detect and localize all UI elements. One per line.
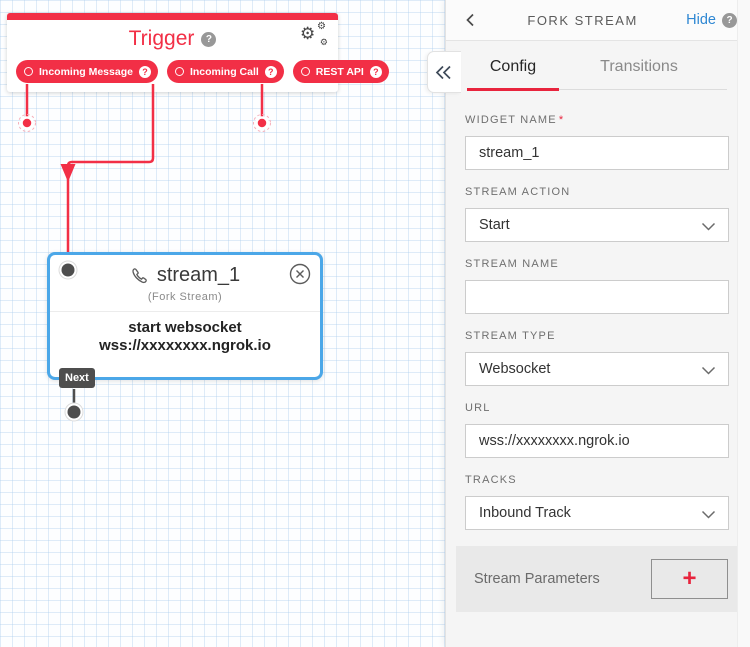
next-transition-tag[interactable]: Next [59, 368, 95, 388]
widget-summary-line1: start websocket [128, 319, 242, 336]
hide-link[interactable]: Hide [686, 12, 716, 28]
arrowhead-down-icon [60, 164, 76, 182]
stream-action-select[interactable]: Start [465, 208, 729, 242]
tab-config[interactable]: Config [467, 58, 559, 91]
widget-name: stream_1 [156, 264, 241, 286]
chevron-down-icon [701, 510, 716, 519]
tracks-select[interactable]: Inbound Track [465, 496, 729, 530]
widget-name-input[interactable] [465, 136, 729, 170]
widget-summary-line2: wss://xxxxxxxx.ngrok.io [99, 337, 271, 354]
help-icon[interactable]: ? [369, 65, 382, 78]
fork-stream-widget[interactable]: stream_1 (Fork Stream) start websocket w… [47, 252, 323, 380]
chevron-down-icon [701, 366, 716, 375]
help-icon[interactable]: ? [264, 65, 277, 78]
stream-parameters-section: Stream Parameters + [456, 546, 738, 612]
trigger-accent-bar [7, 13, 338, 20]
back-chevron-icon[interactable] [463, 12, 479, 28]
panel-tabs: Config Transitions [467, 58, 727, 91]
stream-name-label: STREAM NAME [465, 258, 559, 270]
url-label: URL [465, 402, 491, 414]
tab-transitions[interactable]: Transitions [600, 58, 678, 75]
phone-icon [132, 267, 147, 283]
pill-label: REST API [315, 65, 364, 78]
close-icon[interactable] [289, 263, 311, 285]
panel-header: FORK STREAM Hide ? [446, 0, 750, 41]
trigger-widget[interactable]: Trigger ? ⚙ ⚙ ⚙ Incoming Message ? Incom… [7, 13, 389, 92]
double-chevron-left-icon [435, 65, 451, 79]
stream-name-input[interactable] [465, 280, 729, 314]
help-icon[interactable]: ? [201, 31, 217, 47]
panel-title: FORK STREAM [527, 12, 638, 28]
stream-type-select[interactable]: Websocket [465, 352, 729, 386]
connector-dot-incoming-message [18, 114, 36, 132]
panel-scrollbar[interactable] [737, 0, 750, 647]
stream-parameters-label: Stream Parameters [474, 571, 600, 587]
trigger-title: Trigger [128, 27, 195, 50]
config-form: WIDGET NAME* STREAM ACTION Start STREAM … [446, 90, 750, 530]
help-icon[interactable]: ? [138, 65, 151, 78]
selected-value: Inbound Track [479, 505, 571, 521]
stream-action-label: STREAM ACTION [465, 186, 571, 198]
widget-name-label: WIDGET NAME* [465, 114, 565, 126]
connector-ring-icon [300, 67, 310, 76]
next-output-connector-dot[interactable] [67, 405, 81, 419]
trigger-pill-incoming-message[interactable]: Incoming Message ? [16, 60, 158, 83]
divider [50, 311, 320, 312]
settings-gears-icon[interactable]: ⚙ ⚙ ⚙ [300, 21, 328, 47]
connector-ring-icon [174, 67, 184, 76]
pill-label: Incoming Message [39, 65, 133, 78]
required-asterisk: * [558, 114, 565, 126]
selected-value: Start [479, 217, 510, 233]
chevron-down-icon [701, 222, 716, 231]
stream-type-label: STREAM TYPE [465, 330, 556, 342]
connector-dot-rest-api [253, 114, 271, 132]
url-input[interactable] [465, 424, 729, 458]
selected-value: Websocket [479, 361, 551, 377]
pill-label: Incoming Call [189, 65, 259, 78]
widget-config-panel: FORK STREAM Hide ? Config Transitions WI… [427, 0, 750, 647]
panel-collapse-button[interactable] [427, 51, 461, 93]
trigger-pill-rest-api[interactable]: REST API ? [292, 60, 389, 83]
trigger-pill-incoming-call[interactable]: Incoming Call ? [166, 60, 284, 83]
connector-ring-icon [24, 67, 33, 76]
tracks-label: TRACKS [465, 474, 517, 486]
help-icon[interactable]: ? [722, 12, 737, 28]
widget-type-label: (Fork Stream) [147, 291, 223, 303]
widget-input-connector-dot[interactable] [61, 263, 75, 277]
add-parameter-button[interactable]: + [651, 559, 728, 599]
